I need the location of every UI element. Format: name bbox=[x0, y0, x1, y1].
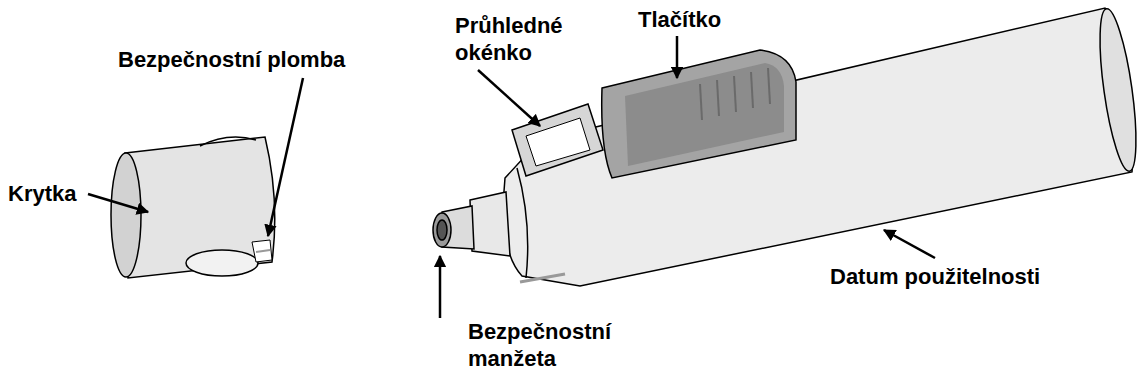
leader-lines bbox=[88, 36, 935, 318]
part-label: Krytka bbox=[8, 180, 76, 207]
ridge bbox=[734, 76, 736, 112]
part-label: Průhledné okénko bbox=[455, 12, 590, 66]
part-label: Datum použitelnosti bbox=[830, 263, 1040, 290]
ridge bbox=[751, 72, 753, 108]
ridge bbox=[700, 84, 702, 120]
part-label: Bezpečnostní plomba bbox=[118, 46, 345, 73]
part-label: Tlačítko bbox=[638, 6, 721, 33]
pen-body bbox=[433, 7, 1138, 286]
part-label: Bezpečnostní manžeta bbox=[468, 318, 633, 372]
ridge bbox=[717, 80, 719, 116]
ridge bbox=[768, 68, 770, 104]
button-ridges bbox=[700, 68, 770, 120]
